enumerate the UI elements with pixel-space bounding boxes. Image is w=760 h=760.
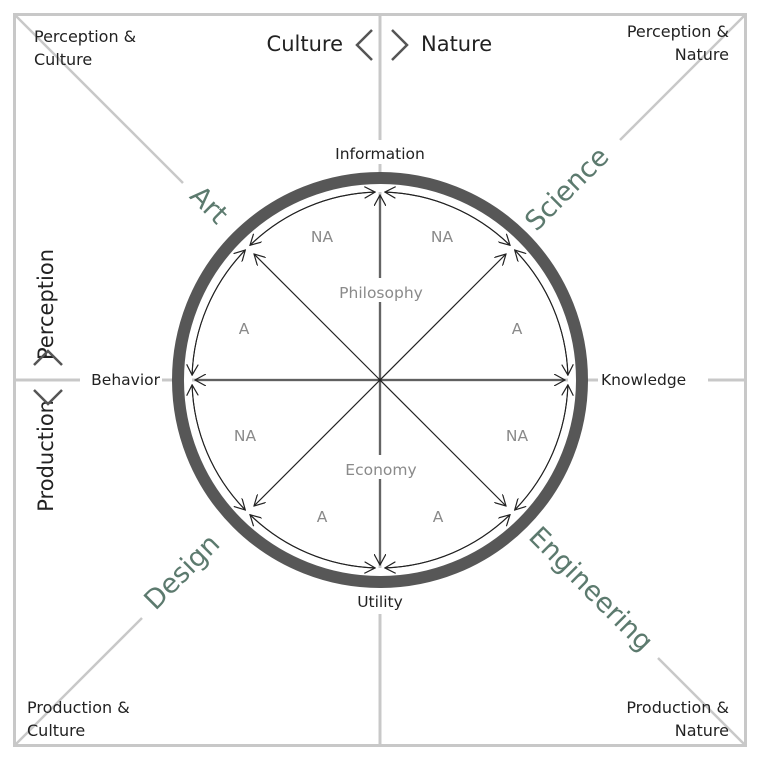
field-design: Design (138, 528, 226, 616)
field-engineering: Engineering (522, 521, 658, 657)
sector-label-left-lower: NA (234, 427, 257, 445)
corner-bottom-right-line2: Nature (675, 721, 729, 740)
node-knowledge: Knowledge (601, 371, 686, 389)
diagonal-top-right (619, 15, 745, 141)
inner-philosophy: Philosophy (339, 284, 423, 302)
corner-top-left-line2: Culture (34, 50, 92, 69)
node-utility: Utility (357, 593, 403, 611)
chevron-up-icon (33, 349, 63, 366)
sector-label-top-left: NA (311, 228, 334, 246)
diagonal-bottom-left (15, 617, 143, 745)
diagonal-bottom-right (657, 657, 745, 745)
inner-economy: Economy (345, 461, 416, 479)
arc-arrows (192, 192, 568, 568)
corner-top-left-line1: Perception & (34, 27, 136, 46)
field-science: Science (519, 141, 615, 237)
sector-label-bottom-left: A (317, 508, 328, 526)
sector-label-left-upper: A (239, 320, 250, 338)
sector-label-top-right: NA (431, 228, 454, 246)
field-art: Art (184, 180, 234, 230)
sector-label-right-upper: A (512, 320, 523, 338)
corner-bottom-left-line2: Culture (27, 721, 85, 740)
diagonal-top-left (15, 15, 184, 184)
sector-label-bottom-right: A (433, 508, 444, 526)
node-information: Information (335, 145, 425, 163)
corner-top-right-line1: Perception & (627, 22, 729, 41)
axis-label-culture: Culture (267, 32, 343, 56)
chevron-down-icon (33, 389, 63, 406)
axis-label-production: Production (34, 400, 58, 512)
sector-label-right-lower: NA (506, 427, 529, 445)
chevron-right-icon (391, 29, 409, 61)
chevron-left-icon (355, 29, 373, 61)
axis-label-nature: Nature (421, 32, 492, 56)
node-behavior: Behavior (91, 371, 160, 389)
corner-top-right-line2: Nature (675, 45, 729, 64)
corner-bottom-left-line1: Production & (27, 698, 130, 717)
corner-bottom-right-line1: Production & (626, 698, 729, 717)
axis-label-perception: Perception (34, 249, 58, 360)
